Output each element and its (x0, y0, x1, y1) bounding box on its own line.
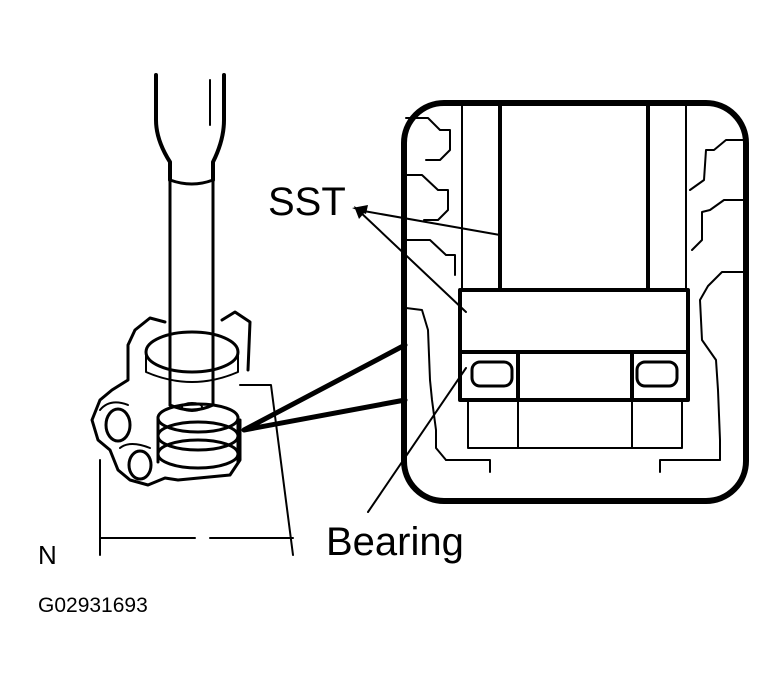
view-letter: N (38, 540, 57, 570)
housing-bore-section (467, 399, 683, 449)
housing-body (90, 310, 252, 487)
bearing-ring-lower (156, 438, 240, 470)
housing-wall-left (405, 117, 456, 461)
bearing-roller-right (635, 360, 679, 388)
housing-floor (445, 459, 721, 473)
sst-column-inner (461, 105, 687, 291)
figure-code: G02931693 (38, 594, 148, 617)
housing-lug-hole-2 (127, 449, 153, 481)
housing-bore-wall (145, 351, 239, 383)
bearing-stack-sides (156, 416, 240, 464)
housing-wall-right (689, 139, 745, 461)
sst-leader-upper (357, 209, 501, 236)
press-ram (154, 73, 226, 182)
bearing-ring-middle (156, 420, 240, 452)
bearing-inner-race (516, 350, 634, 402)
sst-flange (458, 288, 690, 354)
bearing-label: Bearing (326, 520, 464, 564)
bearing-section (458, 350, 690, 402)
sst-leader-arrowheads (352, 205, 368, 219)
detail-frame (401, 100, 749, 504)
housing-lug-ring (99, 401, 151, 449)
press-shaft (168, 178, 215, 407)
magnification-wedge (241, 342, 408, 433)
housing-lug-hole-1 (104, 407, 132, 443)
bearing-roller-left (470, 360, 514, 388)
housing-bore-top (144, 330, 240, 374)
press-ram-shoulder (168, 178, 215, 186)
sst-label: SST (268, 180, 346, 224)
bearing-leader (367, 367, 467, 513)
sst-column (498, 104, 650, 292)
base-block-outline (99, 384, 294, 556)
sst-leader-lower (357, 209, 467, 313)
workpiece-assembly (90, 73, 294, 556)
